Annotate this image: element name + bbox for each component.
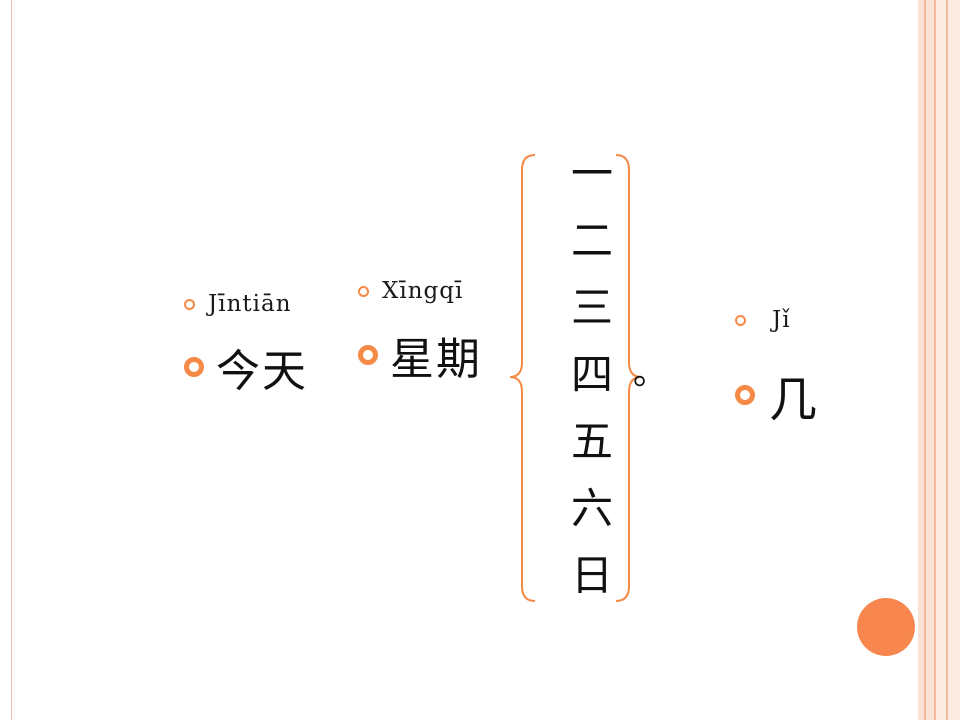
- right-brace: [615, 154, 642, 602]
- bullet-hanzi-ji: 几: [735, 360, 819, 430]
- day-item: 三: [570, 283, 613, 332]
- period-mark: 。: [633, 353, 667, 393]
- bullet-icon: [735, 385, 755, 405]
- bullet-icon: [184, 298, 195, 310]
- decor-stripe: [934, 0, 936, 720]
- hanzi-text: 几: [769, 372, 820, 428]
- bullet-icon: [358, 345, 378, 365]
- decor-stripe: [918, 0, 924, 720]
- bullet-pinyin-jintian: Jīntiān: [184, 291, 292, 317]
- decor-stripe: [924, 0, 926, 720]
- decor-stripe: [946, 0, 948, 720]
- left-border-line: [11, 0, 12, 720]
- decor-stripe: [936, 0, 946, 720]
- bullet-icon: [358, 285, 369, 297]
- decor-stripe: [926, 0, 934, 720]
- day-item: 日: [570, 551, 613, 600]
- left-brace: [509, 154, 536, 602]
- decor-stripe: [948, 0, 960, 720]
- bullet-icon: [184, 357, 204, 377]
- day-item: 六: [570, 484, 613, 533]
- pinyin-text: Jǐ: [772, 307, 791, 333]
- pinyin-text: Jīntiān: [208, 291, 292, 317]
- hanzi-text: 今天: [216, 346, 308, 397]
- decor-circle: [857, 598, 915, 656]
- day-list: 一 二 三 四 五 六 日: [562, 140, 622, 609]
- pinyin-text: Xīngqī: [382, 278, 464, 304]
- day-item: 四: [570, 350, 613, 399]
- bullet-pinyin-ji: Jǐ: [735, 307, 791, 333]
- hanzi-text: 星期: [390, 334, 482, 385]
- day-item: 二: [570, 216, 613, 265]
- bullet-pinyin-xingqi: Xīngqī: [358, 278, 463, 304]
- day-item: 一: [570, 149, 613, 198]
- bullet-icon: [735, 314, 746, 326]
- bullet-hanzi-xingqi: 星期: [358, 323, 482, 387]
- bullet-hanzi-jintian: 今天: [184, 335, 308, 399]
- day-item: 五: [570, 417, 613, 466]
